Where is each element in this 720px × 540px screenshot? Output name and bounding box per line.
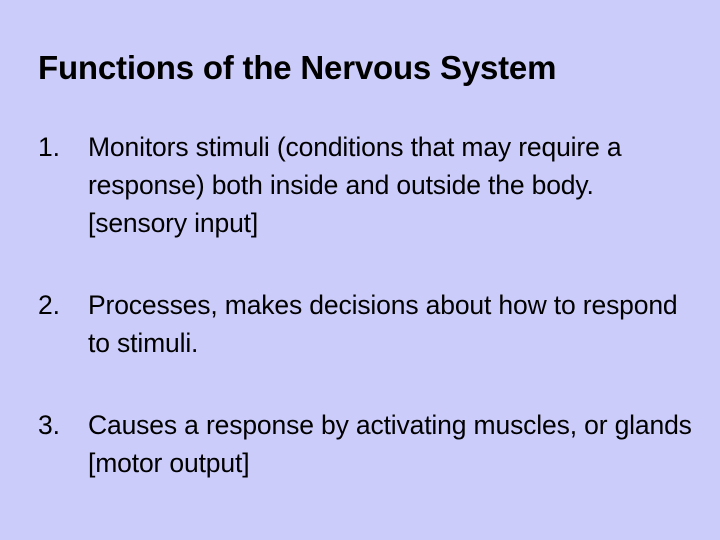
list-item: 3. Causes a response by activating muscl…: [38, 406, 698, 482]
list-item-text: Causes a response by activating muscles,…: [88, 410, 692, 478]
slide-body-list: 1. Monitors stimuli (conditions that may…: [38, 128, 698, 482]
list-item: 2. Processes, makes decisions about how …: [38, 286, 698, 362]
list-item-text: Monitors stimuli (conditions that may re…: [88, 132, 622, 238]
list-item-number: 1.: [38, 132, 60, 162]
page-title: Functions of the Nervous System: [38, 49, 557, 86]
list-item-text: Processes, makes decisions about how to …: [88, 290, 678, 358]
list-item-number: 3.: [38, 410, 60, 440]
list-item: 1. Monitors stimuli (conditions that may…: [38, 128, 698, 242]
list-item-number: 2.: [38, 290, 60, 320]
